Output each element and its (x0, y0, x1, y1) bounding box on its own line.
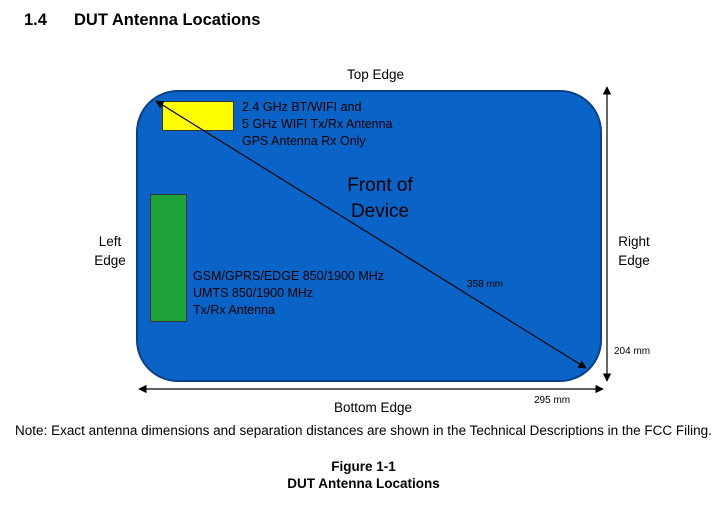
right-edge-label: Right Edge (618, 234, 650, 268)
diagonal-dimension-label: 358 mm (467, 279, 504, 290)
figure-number: Figure 1-1 (331, 459, 396, 474)
figure-caption: Figure 1-1 DUT Antenna Locations (0, 458, 727, 492)
section-title: DUT Antenna Locations (74, 11, 261, 29)
diagonal-dimension-line (155, 100, 587, 369)
bottom-edge-label: Bottom Edge (334, 400, 413, 415)
width-dimension-label: 295 mm (534, 395, 571, 406)
section-number: 1.4 (24, 11, 47, 29)
figure-title: DUT Antenna Locations (287, 476, 440, 491)
section-heading: 1.4 DUT Antenna Locations (24, 11, 260, 30)
note-text: Note: Exact antenna dimensions and separ… (15, 423, 712, 438)
top-edge-label: Top Edge (347, 67, 405, 82)
left-edge-label: Left Edge (94, 234, 126, 268)
height-dimension-label: 204 mm (614, 346, 651, 357)
